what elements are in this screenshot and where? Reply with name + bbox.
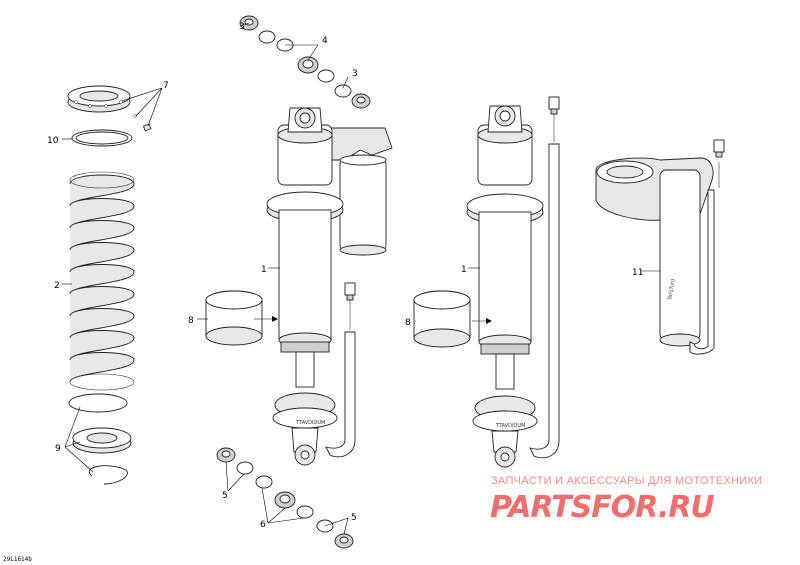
brand-mark-left: TTAVDIOUM xyxy=(295,420,325,426)
callout-6: 6 xyxy=(260,520,266,530)
retaining-clip xyxy=(88,465,128,485)
reference-code: 29L1614b xyxy=(3,556,32,563)
callout-4: 4 xyxy=(322,36,328,46)
shock-body-left: TTAVDIOUM xyxy=(266,107,344,466)
callout-3-top: 3 xyxy=(239,22,245,32)
spring-lower-seat xyxy=(72,427,132,454)
set-screw xyxy=(133,114,152,132)
callout-3-upper-right: 3 xyxy=(352,69,358,79)
sensor-wire-right-top xyxy=(529,96,560,459)
brand-mark-cylinder: TorqTurd xyxy=(667,279,677,302)
arrow-8-left xyxy=(272,316,278,322)
remote-reservoir: TorqTurd xyxy=(595,139,725,355)
callout-7: 7 xyxy=(163,81,169,91)
callout-9: 9 xyxy=(55,444,61,454)
callout-11: 11 xyxy=(632,268,643,278)
piston-cup-left xyxy=(205,290,263,346)
callout-1-right: 1 xyxy=(461,265,467,275)
spring-retainer-nut xyxy=(67,85,131,113)
sensor-wire-left xyxy=(325,282,356,458)
spring-ring-10 xyxy=(71,129,133,147)
bushing-lower-left xyxy=(216,447,354,549)
callout-1-left: 1 xyxy=(261,265,267,275)
brand-mark-right: TTAVDIOUM xyxy=(495,423,525,429)
watermark-tagline: ЗАПЧАСТИ И АКСЕССУАРЫ ДЛЯ МОТОТЕХНИКИ xyxy=(491,475,762,487)
callout-8-left: 8 xyxy=(188,316,194,326)
callout-8-right: 8 xyxy=(405,318,411,328)
callout-2: 2 xyxy=(54,281,60,291)
arrow-8-right xyxy=(486,318,492,324)
coil-spring xyxy=(69,171,135,391)
callout-10: 10 xyxy=(47,136,59,146)
shock-body-right: TTAVDIOUM xyxy=(466,105,544,468)
spring-seat-ring xyxy=(68,393,128,413)
watermark-logo: PARTSFOR.RU xyxy=(490,490,714,525)
callout-5-right: 5 xyxy=(351,513,357,523)
bushing-upper-left xyxy=(239,15,371,109)
reservoir-left xyxy=(324,127,393,256)
callout-5-left: 5 xyxy=(222,491,228,501)
piston-cup-right xyxy=(413,290,471,348)
